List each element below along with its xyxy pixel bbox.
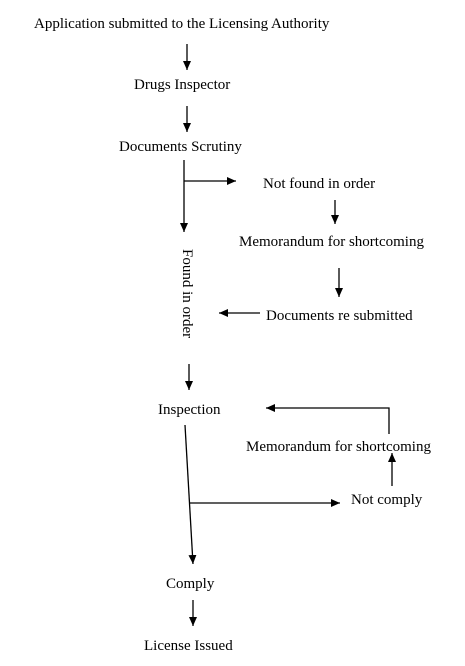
node-memorandum-1: Memorandum for shortcoming [239, 234, 424, 250]
node-documents-scrutiny: Documents Scrutiny [119, 139, 242, 155]
node-memorandum-2: Memorandum for shortcoming [246, 439, 431, 455]
node-drugs-inspector: Drugs Inspector [134, 77, 231, 93]
node-found-in-order: Found in order [179, 249, 195, 339]
node-comply: Comply [166, 576, 215, 592]
arrow-inspection-to-comply [184, 424, 197, 565]
node-not-found: Not found in order [263, 176, 376, 192]
node-license-issued: License Issued [144, 638, 233, 654]
node-not-comply: Not comply [351, 492, 423, 508]
node-application: Application submitted to the Licensing A… [34, 16, 330, 32]
node-documents-resubmitted: Documents re submitted [266, 308, 413, 324]
arrow-memo-to-inspection [266, 404, 390, 434]
node-inspection: Inspection [158, 402, 221, 418]
